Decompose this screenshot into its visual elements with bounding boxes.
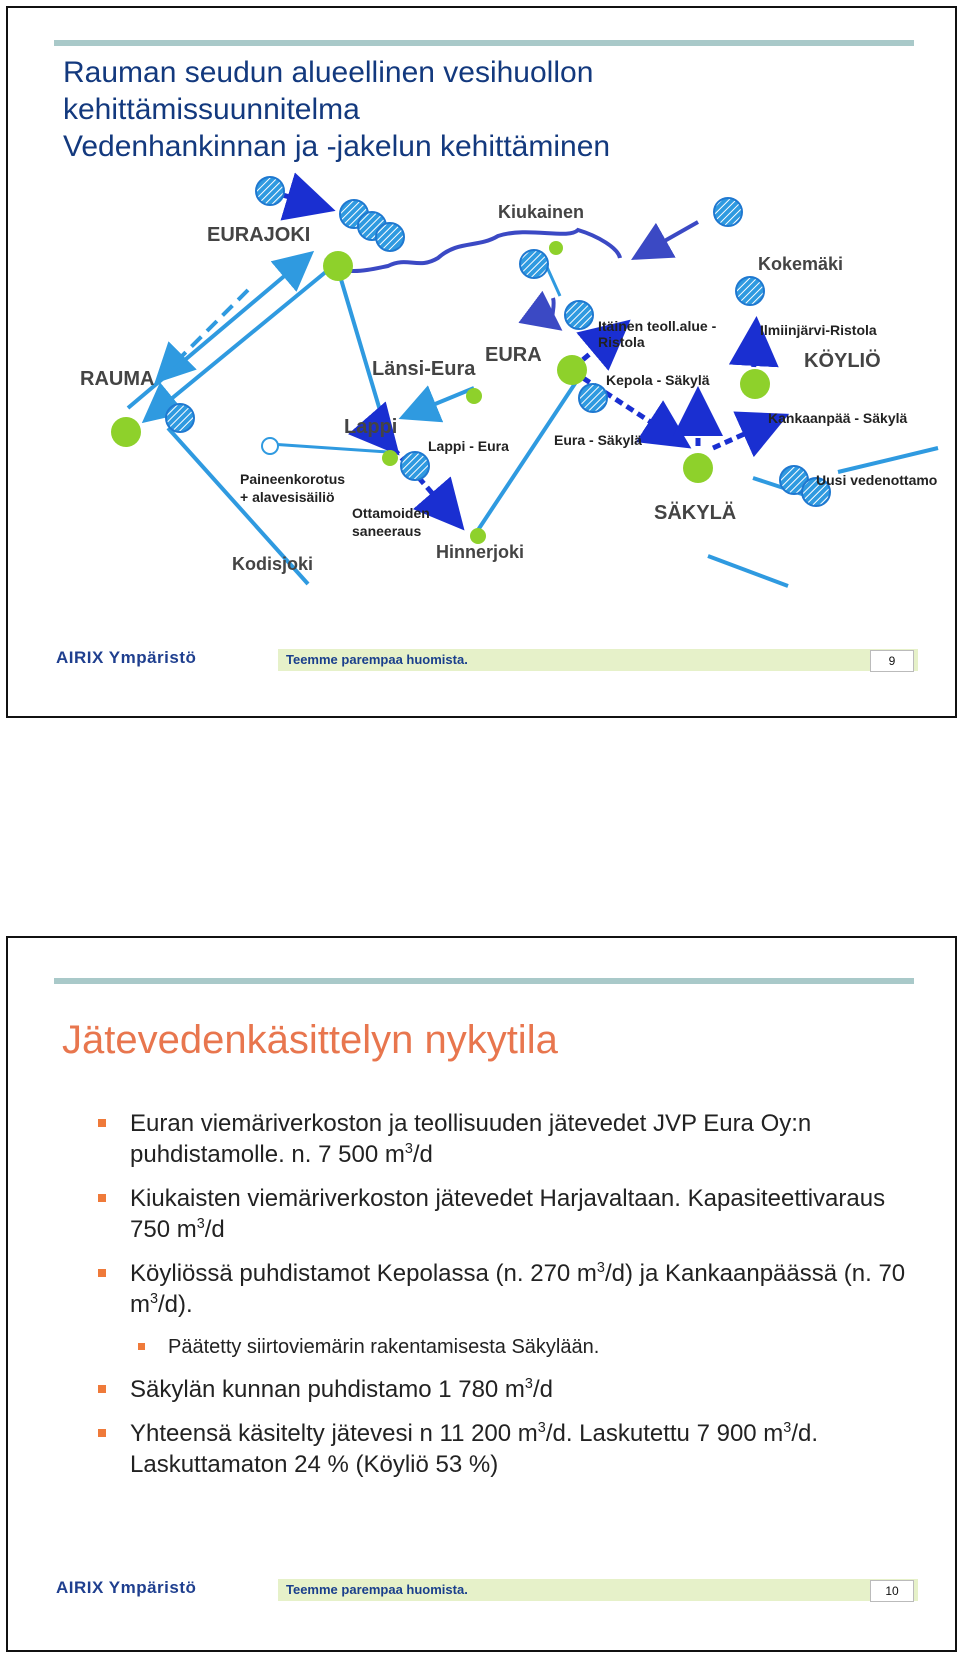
label-itainen-teoll: Itäinen teoll.alue - Ristola [598,318,717,350]
node-kiukainen [549,241,563,255]
river-line [324,227,622,273]
top-accent-bar [54,978,914,984]
label-kepola: Kepola - Säkylä [606,372,710,388]
wells [165,176,831,507]
title-line-1: Rauman seudun alueellinen vesihuollon [63,56,594,89]
sub-bullet-item: Päätetty siirtoviemärin rakentamisesta S… [138,1333,918,1361]
slide-10: Jätevedenkäsittelyn nykytila Euran viemä… [6,936,957,1652]
node-sakyla [683,453,713,483]
airix-logo: AIRIX Ympäristö [56,1578,197,1597]
node-hinnerjoki [470,528,486,544]
label-lappi-eura: Lappi - Eura [428,438,509,454]
node-lappi [382,450,398,466]
footer-slogan: Teemme parempaa huomista. [286,1582,468,1597]
label-lappi: Lappi [344,416,398,438]
footer-slogan: Teemme parempaa huomista. [286,652,468,667]
label-sakyla: SÄKYLÄ [654,502,737,524]
node-pressure [261,437,279,455]
slide-title: Jätevedenkäsittelyn nykytila [62,1018,558,1062]
river-arrow [631,220,699,260]
label-ottamoiden: Ottamoiden saneeraus [352,505,430,539]
river-line [518,290,563,331]
node-eura [557,355,587,385]
title-line-2: kehittämissuunnitelma [63,93,360,126]
pipe-line [269,442,389,454]
pipe-line [707,554,789,588]
label-eura: EURA [485,344,542,366]
pipe-line [154,288,250,384]
river-arrow [265,172,336,221]
label-uusi-vedenottamo: Uusi vedenottamo [816,472,938,488]
footer-bar: Teemme parempaa huomista. 9 [278,649,918,672]
pipe-line [126,250,315,410]
top-accent-bar [54,40,914,46]
label-eura-sakyla: Eura - Säkylä [554,432,642,448]
label-hinnerjoki: Hinnerjoki [436,542,525,562]
bullet-item: Euran viemäriverkoston ja teollisuuden j… [98,1108,918,1170]
page-number: 10 [870,1580,914,1602]
node-eurajoki [323,251,353,281]
label-eurajoki: EURAJOKI [207,224,311,246]
label-kokemaki: Kokemäki [758,254,844,274]
pipe-line [476,374,582,532]
pipe-line [398,385,475,423]
label-rauma: RAUMA [80,368,155,390]
label-kiukainen: Kiukainen [498,202,585,222]
node-rauma [111,417,141,447]
bullet-item: Köyliössä puhdistamot Kepolassa (n. 270 … [98,1258,918,1320]
label-koylio: KÖYLIÖ [804,350,881,372]
airix-logo: AIRIX Ympäristö [56,648,197,667]
pipe-line [837,446,939,474]
bullet-item: Säkylän kunnan puhdistamo 1 780 m3/d [98,1374,918,1405]
slide-title: Rauman seudun alueellinen vesihuollon ke… [63,54,610,165]
pipe-line [166,426,310,586]
label-kodisjoki: Kodisjoki [232,554,314,574]
node-lansi-eura [466,388,482,404]
node-koylio [740,369,770,399]
bullet-item: Kiukaisten viemäriverkoston jätevedet Ha… [98,1183,918,1245]
planned-pipe [728,316,779,381]
label-ilmiinjarvi: Ilmiinjärvi-Ristola [760,322,877,338]
planned-pipe [571,319,631,371]
bullet-item: Yhteensä käsitelty jätevesi n 11 200 m3/… [98,1418,918,1480]
label-kankaanpaa: Kankaanpää - Säkylä [768,410,908,426]
bullet-list: Euran viemäriverkoston ja teollisuuden j… [98,1108,918,1493]
slide-9: Rauman seudun alueellinen vesihuollon ke… [6,6,957,718]
title-line-3: Vedenhankinnan ja -jakelun kehittäminen [63,130,611,163]
page-number: 9 [870,650,914,672]
footer-bar: Teemme parempaa huomista. 10 [278,1579,918,1602]
pipe-line [141,264,335,424]
label-lansi-eura: Länsi-Eura [372,358,476,380]
label-paineenkorotus: Paineenkorotus + alavesisäiliö [240,471,346,505]
water-supply-map [111,172,939,588]
